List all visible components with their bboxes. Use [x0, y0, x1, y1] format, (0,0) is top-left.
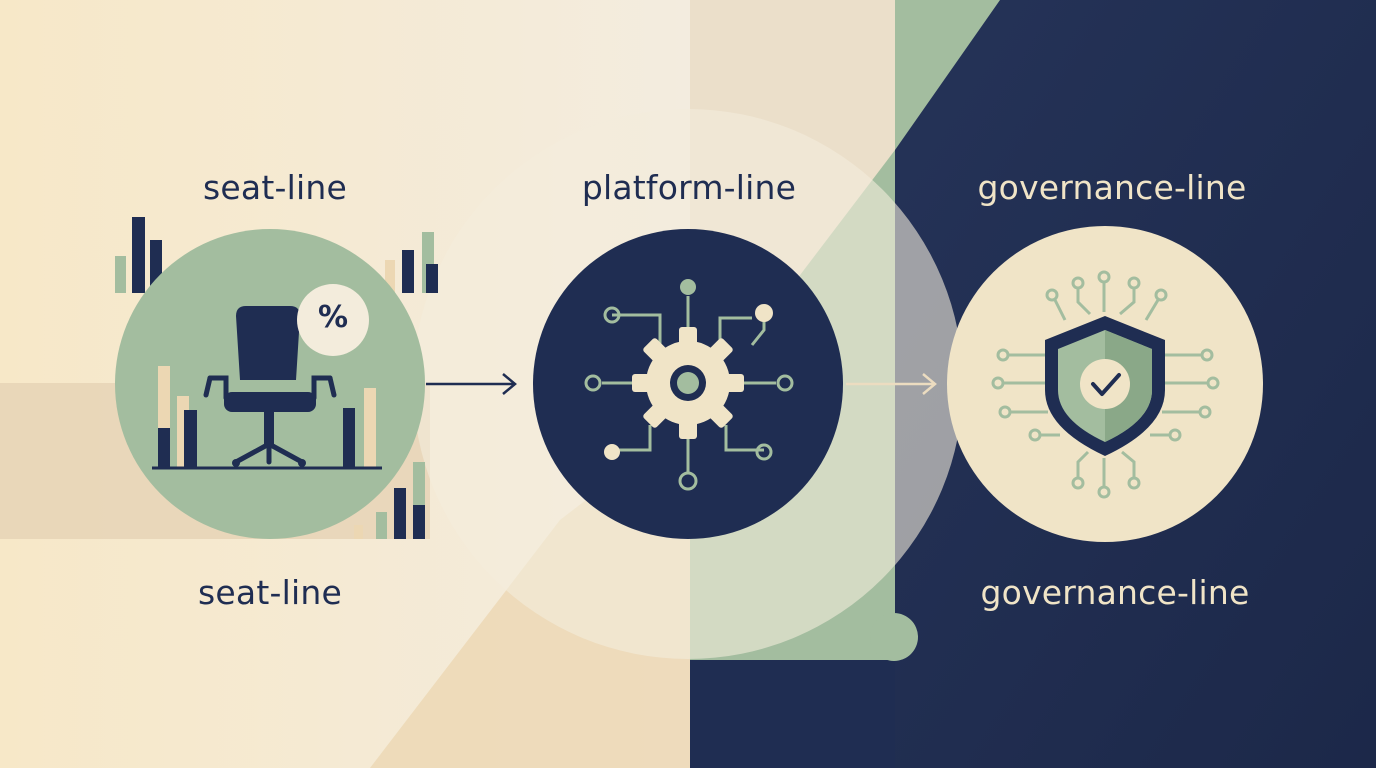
platform-node	[533, 229, 843, 539]
percent-badge	[297, 284, 369, 356]
sage-band-top	[895, 0, 1000, 150]
office-chair-icon	[203, 306, 337, 467]
bar-cluster-bottom-right	[354, 462, 425, 539]
governance-circuit-lines	[1003, 282, 1208, 487]
governance-line-title: governance-line	[977, 168, 1247, 207]
seat-line-title: seat-line	[203, 168, 347, 207]
accent-dot	[870, 613, 918, 661]
seat-node	[115, 217, 438, 539]
arrow-seat-to-platform	[426, 373, 517, 395]
gear-icon	[632, 327, 744, 439]
governance-node	[947, 226, 1263, 542]
bar-cluster-inner-right	[343, 388, 376, 468]
governance-circuit-nodes	[991, 270, 1220, 499]
circuit-nodes	[584, 279, 794, 491]
bar-cluster-top-right	[385, 232, 438, 293]
percent-badge-text: %	[317, 300, 349, 335]
arrow-platform-to-governance	[846, 373, 937, 395]
check-icon	[1080, 359, 1130, 409]
seat-line-caption: seat-line	[198, 573, 342, 612]
platform-line-title: platform-line	[581, 168, 797, 207]
bar-cluster-inner-left	[158, 366, 197, 468]
navy-corner	[690, 660, 895, 768]
governance-line-caption: governance-line	[980, 573, 1250, 612]
